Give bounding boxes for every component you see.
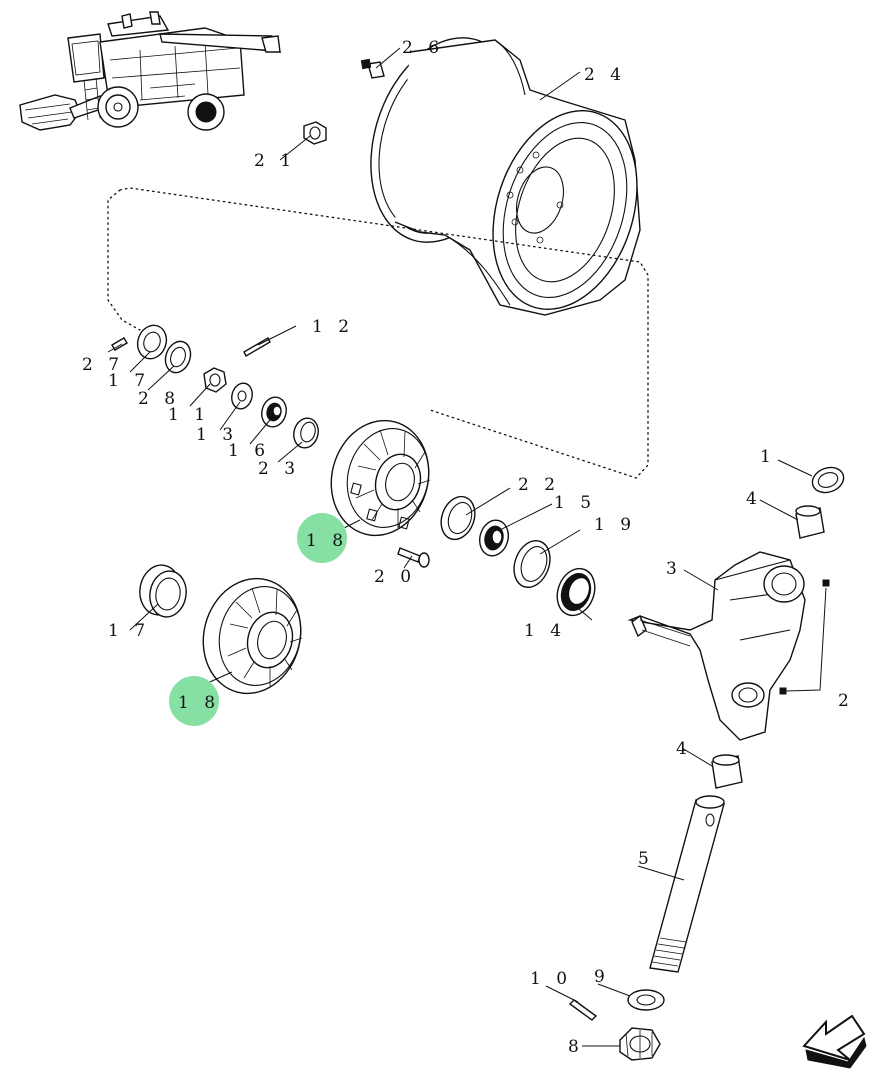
sleeve-bushing-lower	[711, 754, 743, 789]
callout-28[interactable]: 2 8	[138, 389, 180, 409]
callout-12[interactable]: 1 2	[312, 317, 354, 337]
callout-11[interactable]: 1 1	[168, 405, 210, 425]
callout-21[interactable]: 2 1	[254, 151, 296, 171]
wheel-bolt	[360, 58, 385, 79]
callout-4-lower[interactable]: 4	[676, 739, 692, 759]
callout-2[interactable]: 2	[838, 691, 854, 711]
bearing-spacer	[513, 540, 551, 588]
callout-highlight-18-lower	[169, 676, 219, 726]
wheel-stud	[397, 547, 430, 568]
arrow-down-left-icon[interactable]	[802, 1014, 867, 1069]
outer-bearing-cone	[261, 396, 287, 428]
oil-seal	[556, 567, 596, 617]
castle-nut-lower	[619, 1027, 661, 1061]
callout-17-upper[interactable]: 1 7	[108, 371, 150, 391]
steering-knuckle	[627, 551, 806, 741]
combine-harvester-thumbnail	[19, 11, 282, 131]
callout-13[interactable]: 1 3	[196, 425, 238, 445]
pin-cotter	[568, 999, 598, 1021]
callout-4-upper[interactable]: 4	[746, 489, 762, 509]
callout-18-lower[interactable]: 1 8	[178, 693, 220, 713]
assembly-outline	[107, 187, 649, 479]
grease-fitting	[779, 579, 830, 695]
callout-24[interactable]: 2 4	[584, 65, 626, 85]
sleeve-bushing-upper	[795, 505, 825, 539]
wheel-rim	[370, 37, 641, 316]
wheel-nut	[303, 121, 327, 145]
wheel-hub-upper	[330, 419, 431, 537]
inner-bearing-cup	[440, 495, 476, 541]
callout-highlight-18-upper	[297, 513, 347, 563]
gasket	[164, 340, 192, 374]
callout-9[interactable]: 9	[594, 967, 610, 987]
callout-27[interactable]: 2 7	[82, 355, 124, 375]
callout-16[interactable]: 1 6	[228, 441, 270, 461]
pin-washer	[627, 989, 665, 1011]
callout-22[interactable]: 2 2	[518, 475, 560, 495]
callout-14[interactable]: 1 4	[524, 621, 566, 641]
callout-19[interactable]: 1 9	[594, 515, 636, 535]
inner-bearing-cone	[478, 519, 510, 557]
callout-23[interactable]: 2 3	[258, 459, 300, 479]
callout-5[interactable]: 5	[638, 849, 654, 869]
washer	[231, 382, 253, 410]
hub-cap-ring	[136, 324, 168, 360]
callout-18-upper[interactable]: 1 8	[306, 531, 348, 551]
king-pin	[649, 795, 725, 973]
wheel-hub-lower	[202, 577, 303, 695]
bushing-top	[811, 466, 845, 494]
callout-20[interactable]: 2 0	[374, 567, 416, 587]
callout-26[interactable]: 2 6	[402, 38, 444, 58]
hub-seal-lower	[139, 564, 187, 618]
callout-15[interactable]: 1 5	[554, 493, 596, 513]
outer-bearing-cup	[293, 417, 319, 449]
callout-17-lower[interactable]: 1 7	[108, 621, 150, 641]
castle-nut	[203, 367, 227, 393]
callout-1[interactable]: 1	[760, 447, 776, 467]
callout-8[interactable]: 8	[568, 1037, 584, 1057]
callout-10[interactable]: 1 0	[530, 969, 572, 989]
callout-3[interactable]: 3	[666, 559, 682, 579]
